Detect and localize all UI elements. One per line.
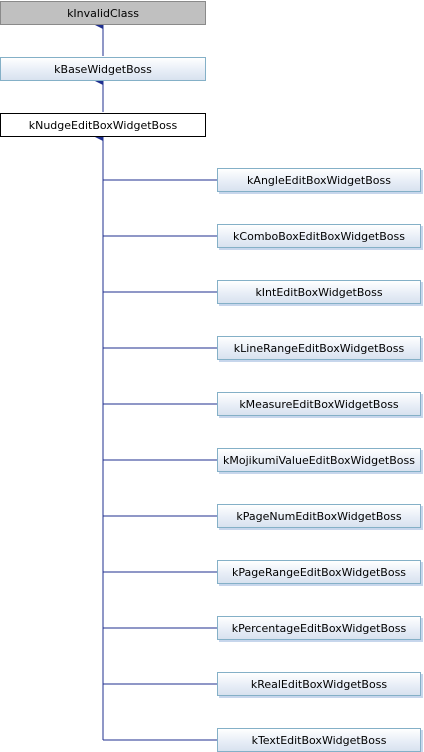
class-node-label: kMojikumiValueEditBoxWidgetBoss — [223, 453, 415, 467]
class-node-label: kPageRangeEditBoxWidgetBoss — [231, 565, 407, 579]
class-node-label: kComboBoxEditBoxWidgetBoss — [233, 229, 405, 243]
class-node-label: kLineRangeEditBoxWidgetBoss — [233, 341, 405, 355]
class-node-current-label: kNudgeEditBoxWidgetBoss — [28, 118, 178, 132]
class-node-label: kPageNumEditBoxWidgetBoss — [236, 509, 402, 523]
class-node-label: kTextEditBoxWidgetBoss — [251, 733, 387, 747]
edge-branches — [103, 179, 217, 741]
class-node-base[interactable]: kBaseWidgetBoss — [0, 57, 206, 81]
class-node-label: kRealEditBoxWidgetBoss — [250, 677, 388, 691]
class-node-measure-edit-box[interactable]: kMeasureEditBoxWidgetBoss — [217, 392, 421, 416]
class-node-percentage-edit-box[interactable]: kPercentageEditBoxWidgetBoss — [217, 616, 421, 640]
class-node-page-num-edit-box[interactable]: kPageNumEditBoxWidgetBoss — [217, 504, 421, 528]
class-node-page-range-edit-box[interactable]: kPageRangeEditBoxWidgetBoss — [217, 560, 421, 584]
class-node-label: kIntEditBoxWidgetBoss — [255, 285, 383, 299]
class-node-real-edit-box[interactable]: kRealEditBoxWidgetBoss — [217, 672, 421, 696]
class-node-current: kNudgeEditBoxWidgetBoss — [0, 113, 206, 137]
class-node-combo-box-edit-box[interactable]: kComboBoxEditBoxWidgetBoss — [217, 224, 421, 248]
class-node-mojikumi-value-edit-box[interactable]: kMojikumiValueEditBoxWidgetBoss — [217, 448, 421, 472]
class-node-text-edit-box[interactable]: kTextEditBoxWidgetBoss — [217, 728, 421, 752]
class-node-angle-edit-box[interactable]: kAngleEditBoxWidgetBoss — [217, 168, 421, 192]
class-node-int-edit-box[interactable]: kIntEditBoxWidgetBoss — [217, 280, 421, 304]
class-node-root[interactable]: kInvalidClass — [0, 1, 206, 25]
class-node-label: kPercentageEditBoxWidgetBoss — [231, 621, 407, 635]
class-node-line-range-edit-box[interactable]: kLineRangeEditBoxWidgetBoss — [217, 336, 421, 360]
class-node-label: kAngleEditBoxWidgetBoss — [247, 173, 391, 187]
class-node-label: kMeasureEditBoxWidgetBoss — [239, 397, 399, 411]
class-node-base-label: kBaseWidgetBoss — [54, 62, 152, 76]
class-node-root-label: kInvalidClass — [67, 6, 139, 20]
